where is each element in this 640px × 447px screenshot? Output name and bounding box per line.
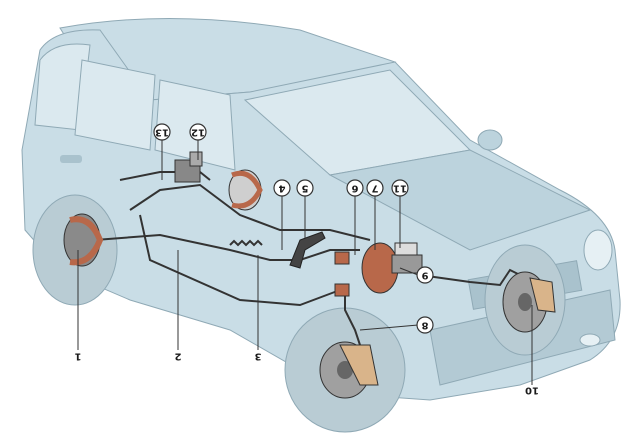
return-pipe [139,214,341,307]
callout-label-11: 11 [393,183,407,194]
callout-label-2: 2 [174,351,181,362]
callout-13: 13 [153,123,171,141]
callout-5: 5 [296,179,314,197]
callout-label-13: 13 [155,127,169,138]
front-left-line [344,290,361,346]
rear-brake-line [94,233,360,261]
callout-label-8: 8 [421,320,428,331]
callout-label-10: 10 [525,385,539,396]
brake-connector [334,283,350,297]
callout-label-6: 6 [351,183,358,194]
callout-label-4: 4 [278,183,285,194]
main-brake-pipe [129,183,371,241]
callout-circle-8 [416,316,434,334]
callout-7: 7 [366,179,384,197]
callout-label-7: 7 [371,183,378,194]
callout-1: 1 [74,351,81,362]
parking-brake-lever [289,231,326,269]
side-window-rear [74,59,156,151]
callout-circle-12 [189,123,207,141]
fog-light [579,333,601,347]
rear-drum-brake [63,213,104,267]
callout-9: 9 [416,266,434,284]
door-handle [60,155,82,163]
callout-6: 6 [346,179,364,197]
callout-12: 12 [189,123,207,141]
callout-circle-7 [366,179,384,197]
reservoir [394,242,418,256]
callout-label-1: 1 [74,351,81,362]
callout-circle-5 [296,179,314,197]
callout-label-9: 9 [421,270,428,281]
callout-label-12: 12 [191,127,205,138]
callout-label-3: 3 [254,351,261,362]
side-mirror [477,129,503,151]
spare-drum-shoes [228,169,263,211]
callout-4: 4 [273,179,291,197]
front-left-disc [319,341,379,399]
callout-circle-6 [346,179,364,197]
callout-8: 8 [416,316,434,334]
hood [328,149,592,251]
tension-spring [229,239,263,247]
headlight [583,229,613,271]
callout-11: 11 [391,179,409,197]
components [63,151,556,399]
regulator-valve [189,151,203,167]
brake-lines [94,171,521,346]
callout-10: 10 [525,385,539,396]
front-right-line [419,268,521,287]
callout-circle-13 [153,123,171,141]
front-right-disc [502,271,556,333]
callout-circle-11 [391,179,409,197]
callout-circle-9 [416,266,434,284]
callout-label-5: 5 [301,183,308,194]
callout-circle-4 [273,179,291,197]
callout-2: 2 [174,351,181,362]
callout-3: 3 [254,351,261,362]
clutch-connector [334,251,350,265]
leader-lines [77,140,533,385]
vehicle-body [21,18,621,401]
